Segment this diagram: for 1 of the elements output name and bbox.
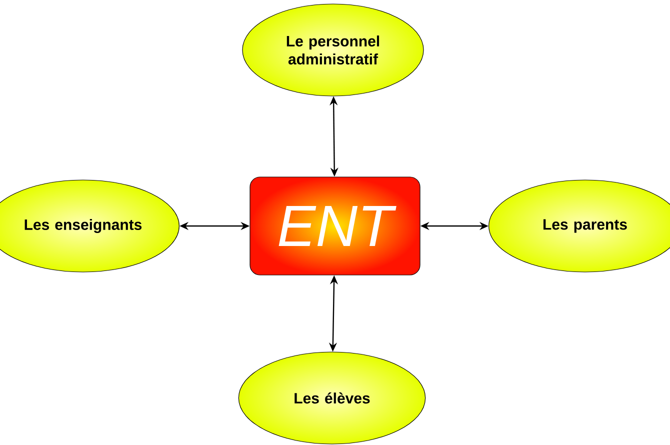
entity-box: ENT — [250, 176, 420, 276]
